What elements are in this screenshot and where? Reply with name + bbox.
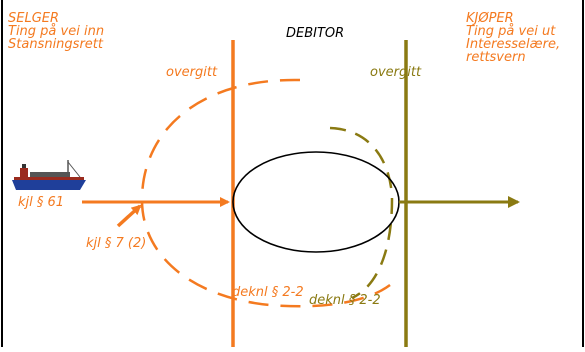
buyer-title: KJØPER — [466, 11, 514, 26]
seller-dashed-arc — [140, 78, 391, 308]
buyer-dashed-arc — [329, 126, 394, 300]
debitor-ellipse — [232, 151, 400, 253]
buyer-line-1: Ting på vei ut — [466, 24, 556, 39]
deknl-2-2-seller-label: deknl § 2-2 — [232, 285, 304, 300]
seller-line-2: Stansningsrett — [8, 37, 103, 52]
debitor-title: DEBITOR — [286, 26, 345, 41]
cargo-ship-icon — [12, 160, 86, 190]
kjl-61-label: kjl § 61 — [18, 195, 65, 210]
buyer-line-2: Interesselære, — [466, 37, 561, 52]
overgitt-buyer-label: overgitt — [370, 65, 422, 80]
kjl-7-2-arrow — [116, 204, 142, 228]
seller-line-1: Ting på vei inn — [8, 24, 105, 39]
overgitt-seller-label: overgitt — [166, 65, 218, 80]
seller-title: SELGER — [8, 11, 60, 26]
buyer-line-3: rettsvern — [466, 50, 526, 65]
kjl-7-2-label: kjl § 7 (2) — [86, 236, 147, 251]
deknl-2-2-buyer-label: deknl § 2-2 — [309, 293, 381, 308]
